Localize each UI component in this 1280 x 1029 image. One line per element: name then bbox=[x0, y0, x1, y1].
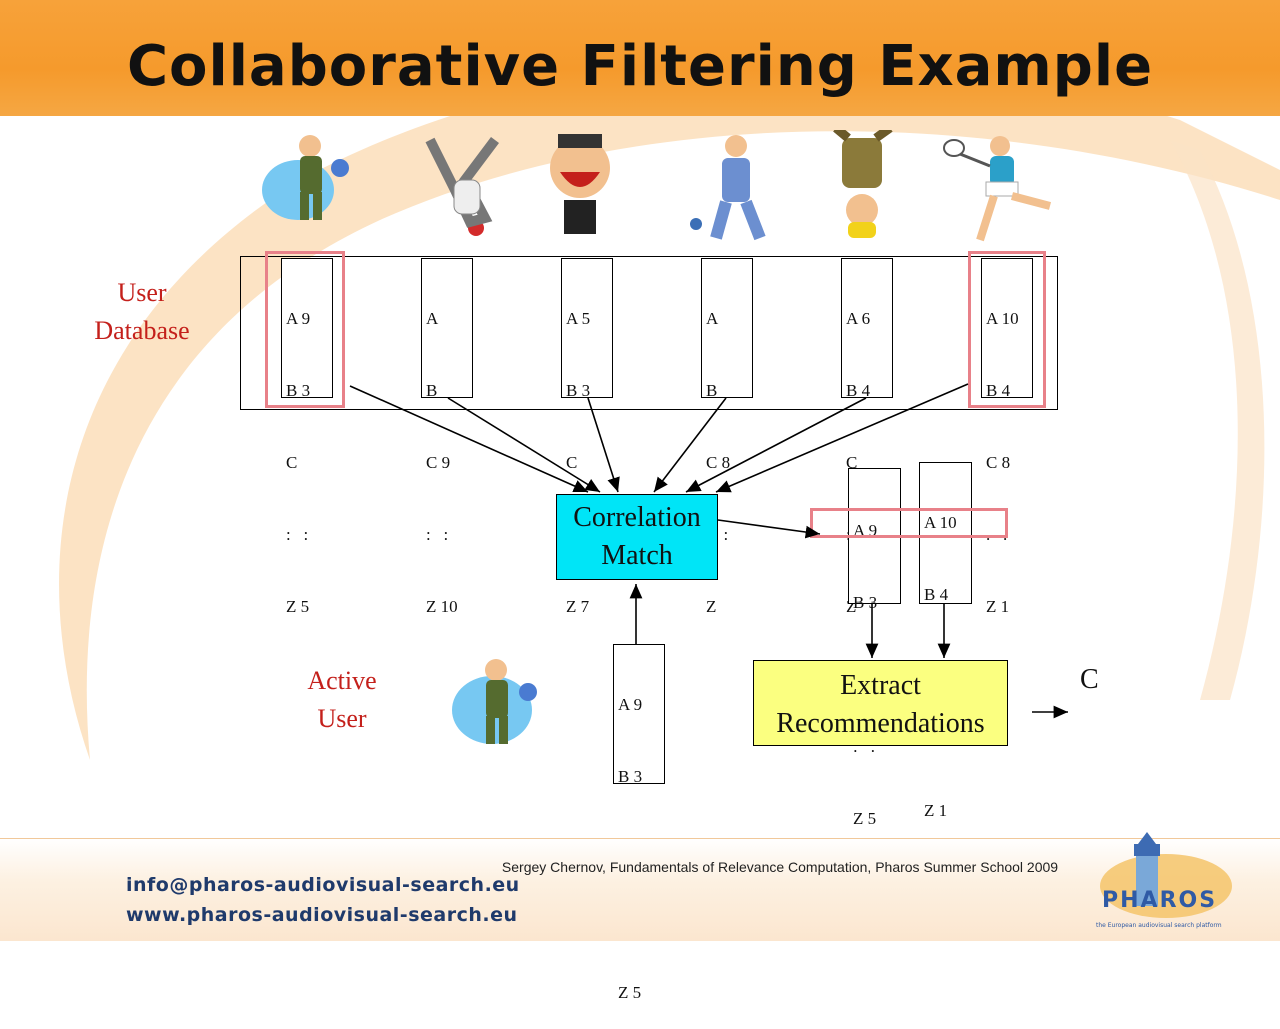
pharos-logo-text: PHAROS bbox=[1102, 888, 1218, 913]
rating-row: Z 1 bbox=[924, 801, 948, 820]
rating-row: A 10 bbox=[924, 513, 957, 532]
mechanic-figure-icon bbox=[262, 135, 349, 220]
pharos-logo: PHAROS the European audiovisual search p… bbox=[1096, 828, 1246, 938]
rating-row: A 9 bbox=[618, 695, 643, 714]
matched-user-2-ratings: A 10 B 4 C 8 . . Z 1 bbox=[919, 462, 972, 820]
rating-row: A 6 bbox=[846, 309, 871, 328]
database-user-5-ratings: A 6 B 4 C : : Z bbox=[841, 258, 893, 616]
recommendation-result: C bbox=[1080, 664, 1099, 695]
correlation-match-line1: Correlation bbox=[573, 502, 701, 533]
lighthouse-logo-icon bbox=[1100, 832, 1232, 918]
user-database-label-line2: Database bbox=[94, 316, 190, 345]
rating-row: C bbox=[846, 453, 858, 472]
rating-row: Z 10 bbox=[426, 597, 458, 616]
extract-recommendations-line2: Recommendations bbox=[776, 708, 985, 739]
correlation-match-box: Correlation Match bbox=[556, 494, 718, 580]
presentation-credit: Sergey Chernov, Fundamentals of Relevanc… bbox=[501, 859, 1059, 875]
connector-arrows bbox=[349, 383, 1068, 719]
rating-row: B 3 bbox=[566, 381, 591, 400]
footer bbox=[0, 838, 1280, 941]
active-user-label-line1: Active bbox=[307, 666, 377, 695]
database-user-6-ratings: A 10 B 4 C 8 . . Z 1 bbox=[981, 258, 1033, 616]
slide-title: Collaborative Filtering Example bbox=[126, 34, 1154, 99]
upside-down-figure-icon bbox=[833, 130, 893, 238]
active-user-figure-icon bbox=[452, 659, 537, 744]
rating-row: B bbox=[426, 381, 438, 400]
rating-row: A 10 bbox=[986, 309, 1019, 328]
footer-email-link[interactable]: info@pharos-audiovisual-search.eu bbox=[126, 874, 520, 896]
rating-row: : : bbox=[426, 525, 449, 544]
rating-row: A bbox=[426, 309, 439, 328]
rating-row: Z 5 bbox=[853, 809, 877, 828]
rating-row: B 4 bbox=[846, 381, 871, 400]
user-database-frame bbox=[240, 256, 1058, 410]
database-user-3-ratings: A 5 B 3 C : : Z 7 bbox=[561, 258, 613, 616]
database-user-1-ratings: A 9 B 3 C : : Z 5 bbox=[281, 258, 333, 616]
rating-row: : : bbox=[853, 737, 876, 756]
rating-row: Z bbox=[846, 597, 857, 616]
rating-row: A 9 bbox=[286, 309, 311, 328]
rating-row: A 9 bbox=[853, 521, 878, 540]
footer-website-link[interactable]: www.pharos-audiovisual-search.eu bbox=[126, 904, 518, 926]
rating-row: A bbox=[706, 309, 719, 328]
rating-row: C 8 bbox=[986, 453, 1011, 472]
rating-row: C 9 bbox=[426, 453, 451, 472]
rating-row: B 3 bbox=[286, 381, 311, 400]
background-swoosh bbox=[59, 61, 1280, 760]
database-user-2-ratings: A B C 9 : : Z 10 bbox=[421, 258, 473, 616]
rating-row: B 3 bbox=[853, 593, 878, 612]
title-bar bbox=[0, 0, 1280, 116]
database-user-4-ratings: A B C 8 : : Z bbox=[701, 258, 753, 616]
correlation-match-line2: Match bbox=[601, 540, 673, 571]
rating-row: Z 1 bbox=[986, 597, 1010, 616]
tennis-player-figure-icon bbox=[943, 136, 1052, 242]
highlight-user-6 bbox=[968, 251, 1046, 408]
extract-recommendations-box: Extract Recommendations bbox=[753, 660, 1008, 746]
pharos-logo-tagline: the European audiovisual search platform bbox=[1096, 922, 1222, 929]
businessman-figure-icon bbox=[690, 135, 766, 241]
rating-row: Z bbox=[706, 597, 717, 616]
rating-row: Z 7 bbox=[566, 597, 590, 616]
user-database-label-line1: User bbox=[117, 278, 167, 307]
rating-row: Z 5 bbox=[618, 983, 642, 1002]
active-user-label: Active User bbox=[282, 662, 402, 738]
rating-row: C bbox=[286, 453, 298, 472]
rating-row: B 4 bbox=[924, 585, 949, 604]
rating-row: B bbox=[706, 381, 718, 400]
rating-row: C bbox=[566, 453, 578, 472]
user-database-label: User Database bbox=[72, 274, 212, 350]
rating-row: A 5 bbox=[566, 309, 591, 328]
rating-row: Z 5 bbox=[286, 597, 310, 616]
rating-row: : : bbox=[286, 525, 309, 544]
active-user-label-line2: User bbox=[317, 704, 367, 733]
acrobat-figure-icon bbox=[425, 137, 499, 236]
highlight-row-c bbox=[810, 508, 1008, 538]
extract-recommendations-line1: Extract bbox=[840, 670, 921, 701]
rating-row: B 4 bbox=[986, 381, 1011, 400]
rating-row: B 3 bbox=[618, 767, 643, 786]
laughing-man-figure-icon bbox=[550, 134, 610, 234]
rating-row: C 8 bbox=[706, 453, 731, 472]
highlight-user-1 bbox=[265, 251, 345, 408]
